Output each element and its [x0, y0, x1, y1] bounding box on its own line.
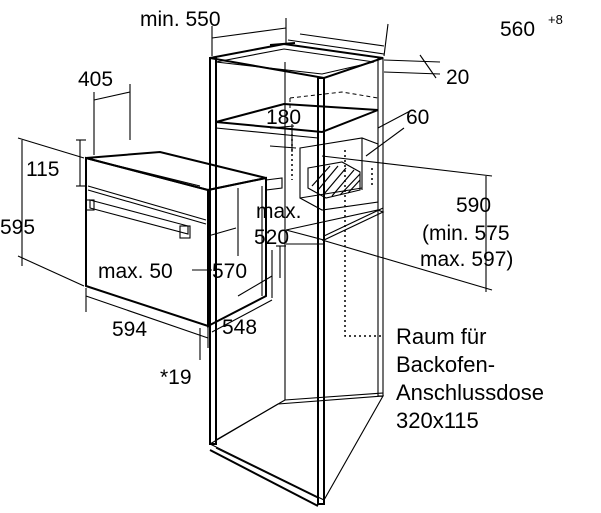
note-line-1: Raum für: [396, 324, 486, 349]
note-line-2: Backofen-: [396, 352, 495, 377]
label-60: 60: [406, 106, 429, 129]
label-20: 20: [446, 66, 469, 89]
note-line-3: Anschlussdose: [396, 380, 544, 405]
label-590: 590: [456, 194, 491, 217]
label-19: *19: [160, 366, 192, 389]
dimension-labels: min. 550 560 +8 20 405 180 60 115 595 59…: [0, 8, 563, 389]
label-recess-max: max.: [256, 200, 302, 223]
label-recess-520: 520: [254, 226, 289, 249]
oven: [85, 150, 283, 328]
label-590-max: max. 597): [420, 248, 513, 271]
label-548: 548: [222, 316, 257, 339]
label-570: 570: [212, 260, 247, 283]
label-405: 405: [78, 68, 113, 91]
label-min-550: min. 550: [140, 8, 221, 31]
cabinet: [208, 42, 385, 507]
label-560: 560: [500, 18, 535, 41]
label-115: 115: [26, 158, 59, 181]
label-595: 595: [0, 216, 35, 239]
dimension-lines: [17, 18, 493, 360]
label-594: 594: [112, 318, 147, 341]
connection-box-note: Raum für Backofen- Anschlussdose 320x115: [396, 324, 544, 433]
label-180: 180: [266, 106, 301, 129]
label-max-50: max. 50: [98, 260, 173, 283]
note-line-4: 320x115: [396, 408, 479, 433]
label-560-tolerance: +8: [548, 12, 563, 27]
label-590-min: (min. 575: [422, 222, 510, 245]
